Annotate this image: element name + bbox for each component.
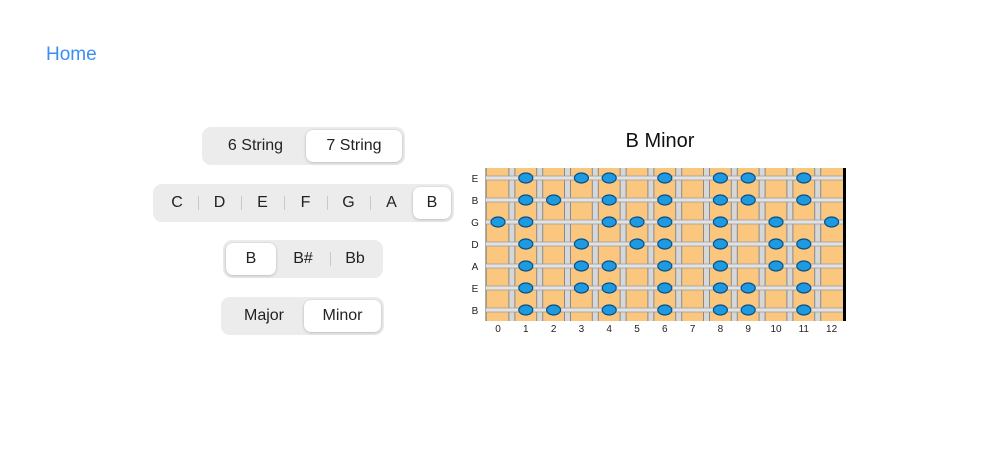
note-marker	[768, 260, 784, 272]
note-marker	[712, 194, 729, 206]
fret-number: 6	[662, 324, 668, 335]
note-marker	[601, 172, 617, 184]
home-link[interactable]: Home	[46, 44, 97, 65]
fret-number: 0	[495, 324, 501, 335]
note-marker	[796, 260, 812, 272]
segment-6-string[interactable]: 6 String	[227, 137, 284, 154]
note-marker	[518, 260, 534, 272]
note-marker	[712, 304, 729, 316]
segment-acc-bb[interactable]: Bb	[330, 243, 380, 275]
note-marker	[796, 238, 812, 250]
note-marker	[518, 172, 534, 184]
segment-root-g[interactable]: G	[327, 187, 370, 219]
note-marker	[573, 260, 590, 272]
string-label: E	[472, 284, 479, 295]
note-marker	[545, 304, 562, 316]
segment-root-d[interactable]: D	[198, 187, 241, 219]
note-marker	[573, 172, 590, 184]
note-marker	[601, 260, 617, 272]
fretboard-nut	[843, 168, 846, 321]
note-marker	[573, 282, 590, 294]
string-label: D	[471, 240, 478, 251]
segment-root-e[interactable]: E	[241, 187, 284, 219]
segment-acc-b[interactable]: B	[226, 243, 276, 275]
fretboard-title: B Minor	[625, 130, 695, 152]
segment-root-a[interactable]: A	[370, 187, 413, 219]
note-marker	[490, 216, 506, 228]
fret-number: 4	[606, 324, 612, 335]
note-marker	[712, 260, 729, 272]
note-marker	[768, 238, 784, 250]
segment-root-b[interactable]: B	[413, 187, 451, 219]
note-marker	[545, 194, 562, 206]
note-marker	[601, 216, 617, 228]
segment-scale-minor[interactable]: Minor	[304, 300, 381, 332]
note-marker	[657, 260, 673, 272]
note-marker	[823, 216, 840, 228]
string-label: B	[472, 196, 479, 207]
fret-number: 10	[770, 324, 782, 335]
note-marker	[518, 216, 534, 228]
note-marker	[712, 238, 729, 250]
note-marker	[768, 216, 784, 228]
fret-number: 1	[523, 324, 529, 335]
scale-type-selector: Major Minor	[221, 297, 384, 335]
note-marker	[518, 194, 534, 206]
note-marker	[712, 282, 729, 294]
note-marker	[712, 172, 729, 184]
note-marker	[796, 194, 812, 206]
note-marker	[740, 172, 756, 184]
string-count-selector: 6 String 7 String	[202, 127, 405, 165]
note-marker	[657, 238, 673, 250]
fret-number: 3	[579, 324, 585, 335]
fret-number: 8	[718, 324, 724, 335]
note-marker	[657, 282, 673, 294]
fret-number: 11	[799, 324, 810, 335]
note-marker	[629, 216, 645, 228]
accidental-selector: B B# Bb	[223, 240, 383, 278]
segment-7-string[interactable]: 7 String	[306, 130, 402, 162]
note-marker	[796, 172, 812, 184]
fret-number: 2	[551, 324, 557, 335]
note-marker	[657, 216, 673, 228]
note-marker	[518, 282, 534, 294]
note-marker	[657, 194, 673, 206]
note-marker	[518, 304, 534, 316]
segment-root-f[interactable]: F	[284, 187, 327, 219]
note-marker	[629, 238, 645, 250]
fret-number: 12	[826, 324, 838, 335]
note-marker	[601, 304, 617, 316]
note-marker	[740, 304, 756, 316]
note-marker	[573, 238, 590, 250]
fret-number: 5	[634, 324, 640, 335]
note-marker	[740, 282, 756, 294]
note-marker	[601, 194, 617, 206]
note-marker	[712, 216, 729, 228]
note-marker	[657, 304, 673, 316]
segment-acc-bsharp[interactable]: B#	[293, 250, 313, 267]
string-label: B	[472, 306, 479, 317]
note-marker	[740, 194, 756, 206]
note-marker	[518, 238, 534, 250]
note-marker	[796, 282, 812, 294]
string-label: G	[471, 218, 479, 229]
segment-root-c[interactable]: C	[171, 194, 183, 211]
fret-number: 7	[690, 324, 696, 335]
fret-number: 9	[745, 324, 751, 335]
segment-scale-major[interactable]: Major	[243, 307, 284, 324]
note-marker	[657, 172, 673, 184]
string-label: A	[472, 262, 479, 273]
string-label: E	[472, 174, 479, 185]
note-marker	[601, 282, 617, 294]
note-marker	[796, 304, 812, 316]
